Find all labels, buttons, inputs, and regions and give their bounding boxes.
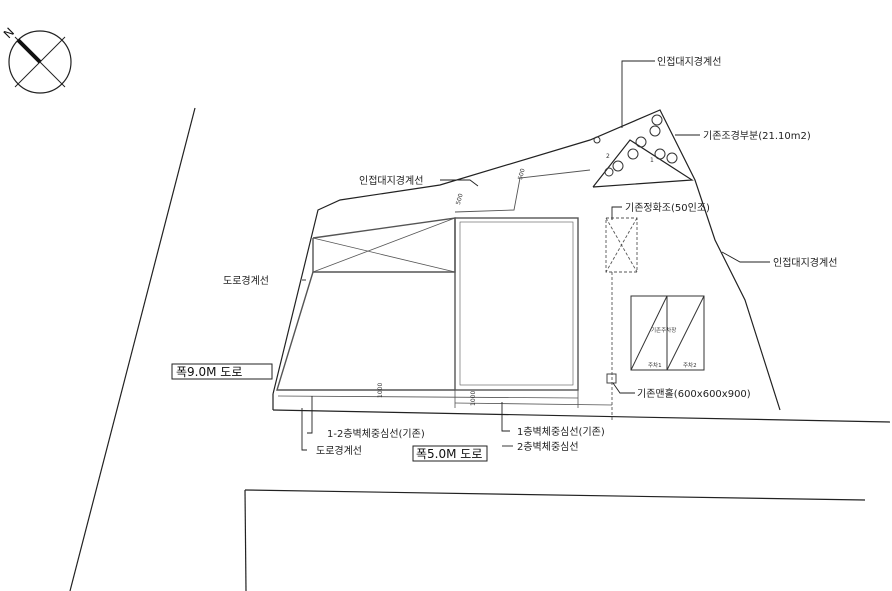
- dimension-top-2: 500: [517, 168, 527, 181]
- label-adjacent-boundary-top: 인접대지경계선: [657, 55, 721, 68]
- label-wall-center-2: 2층벽체중심선: [517, 441, 579, 453]
- tree-icon: [604, 167, 614, 177]
- dimension-top-1: 500: [455, 193, 465, 206]
- building-inner-wall: [459, 221, 574, 386]
- landscape-area-outline: [592, 139, 694, 188]
- tree-icon: [612, 160, 624, 172]
- compass-circle: [8, 30, 72, 94]
- tree-icon: [627, 148, 639, 160]
- landscape-trees: [593, 114, 678, 177]
- leader-adjacent-left: [440, 179, 479, 187]
- building-rear-wall: [454, 169, 591, 213]
- north-label: N: [1, 25, 17, 41]
- label-wall-center-1-2-existing: 1-2층벽체중심선(기존): [327, 428, 425, 440]
- site-boundary: [272, 109, 891, 423]
- label-existing-landscape: 기존조경부분(21.10m2): [703, 129, 811, 142]
- road-9m-box: [171, 363, 273, 380]
- parking-slot-2: 주차2: [683, 361, 697, 369]
- label-road-boundary-lower: 도로경계선: [316, 444, 362, 457]
- parking-slot-1: 주차1: [648, 361, 662, 369]
- tree-icon: [635, 136, 647, 148]
- leader-septic: [611, 206, 622, 220]
- label-adjacent-boundary-right: 인접대지경계선: [773, 256, 837, 269]
- building-main-block: [454, 217, 579, 391]
- parking-title: 기존주차장: [651, 326, 676, 334]
- label-adjacent-boundary-left: 인접대지경계선: [359, 174, 423, 187]
- label-road-9m: 폭9.0M 도로: [176, 365, 242, 379]
- septic-diagonal-2: [605, 217, 638, 273]
- tree-icon: [654, 148, 666, 160]
- void-diagonal-2: [312, 217, 456, 273]
- adjacent-lot-boundary-line: [272, 109, 781, 411]
- parking-area: [630, 295, 705, 371]
- landscape-mark-2: 2: [606, 153, 610, 160]
- manhole-symbol: [606, 373, 617, 384]
- void-diagonal-1: [312, 237, 456, 273]
- leader-wall-1: [501, 402, 510, 432]
- building: [276, 169, 613, 408]
- tree-icon: [649, 125, 661, 137]
- leader-adjacent-top: [621, 60, 655, 128]
- wall-centerline-1: [454, 402, 613, 406]
- dimension-left: 1000: [377, 383, 384, 398]
- north-arrow: [16, 38, 42, 64]
- septic-tank-box: [605, 217, 638, 273]
- septic-tank: [605, 217, 638, 420]
- road-5m-north-edge: [244, 489, 866, 501]
- road-9m-label-box: 폭9.0M 도로: [171, 363, 273, 380]
- north-compass: N: [1, 25, 72, 94]
- label-wall-center-1-existing: 1층벽체중심선(기존): [517, 426, 605, 438]
- leader-adjacent-right: [721, 251, 770, 263]
- dimension-marks: 500 500 1000 1000: [377, 168, 527, 406]
- leader-lines: [301, 60, 770, 451]
- label-existing-septic: 기존정화조(50인조): [625, 202, 710, 214]
- label-existing-manhole: 기존맨홀(600x600x900): [637, 387, 751, 400]
- road-edge-line: [272, 409, 891, 423]
- leader-road-lower: [301, 408, 307, 451]
- building-west-wing: [276, 271, 455, 391]
- wall-centerline-1-2: [277, 395, 579, 399]
- leader-wall-1-2: [307, 396, 313, 434]
- dimension-bottom: 1000: [470, 391, 477, 406]
- label-road-boundary-upper: 도로경계선: [223, 274, 269, 287]
- road-9m-west-edge: [69, 107, 196, 591]
- parking-diagonal-2: [666, 295, 705, 371]
- tree-icon: [593, 136, 601, 144]
- tree-icon: [651, 114, 663, 126]
- road-5m-box: [412, 445, 488, 462]
- parking-diagonal-1: [630, 295, 668, 371]
- leader-manhole: [612, 382, 635, 394]
- landscape-mark-1: 1: [650, 157, 654, 164]
- tree-icon: [666, 152, 678, 164]
- road-5m-west-edge: [244, 489, 247, 591]
- label-road-5m: 폭5.0M 도로: [416, 447, 482, 461]
- road-5m-label-box: 폭5.0M 도로: [412, 445, 488, 462]
- roads: [69, 107, 866, 591]
